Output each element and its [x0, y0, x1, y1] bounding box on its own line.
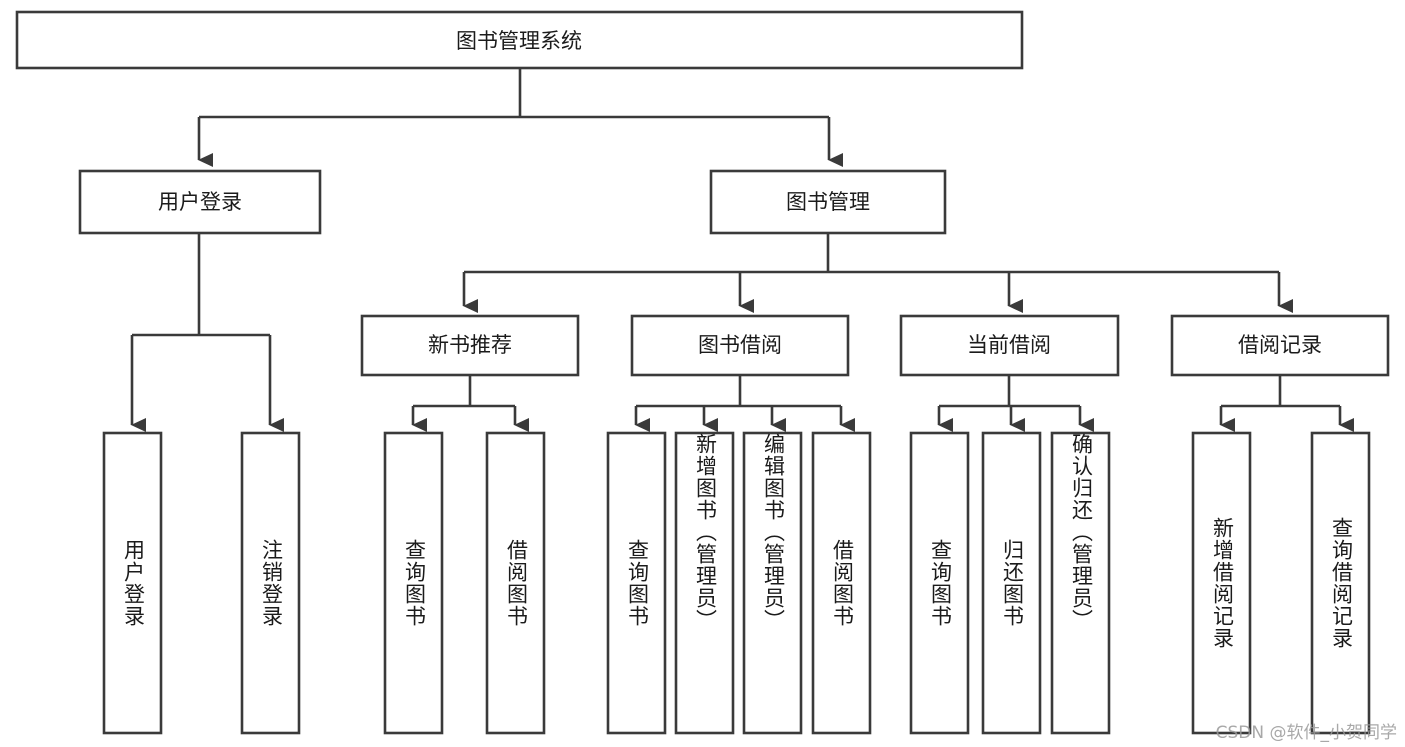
node-new-book-recommend-box[interactable]: [360, 314, 580, 377]
leaf-box-bb-borrow-book[interactable]: [811, 431, 872, 735]
leaf-box-bb-add-book[interactable]: [674, 431, 735, 735]
leaf-box-cb-query-book[interactable]: [909, 431, 970, 735]
node-root-box[interactable]: [15, 10, 1024, 70]
node-current-borrow[interactable]: 当前借阅: [899, 314, 1120, 377]
node-borrow-records-label: 借阅记录: [1238, 333, 1322, 357]
node-new-book-recommend-label: 新书推荐: [428, 333, 512, 357]
leaf-box-bb-query-book[interactable]: [606, 431, 667, 735]
node-current-borrow-box[interactable]: [899, 314, 1120, 377]
node-book-management-label: 图书管理: [786, 190, 870, 214]
node-current-borrow-label: 当前借阅: [967, 333, 1051, 357]
node-book-borrow-box[interactable]: [630, 314, 850, 377]
leaf-box-cb-return-book[interactable]: [981, 431, 1042, 735]
leaf-box-cb-confirm-return[interactable]: [1050, 431, 1111, 735]
leaf-box-br-query-record[interactable]: [1310, 431, 1371, 735]
leaf-box-br-add-record[interactable]: [1191, 431, 1252, 735]
leaf-box-logout[interactable]: [240, 431, 301, 735]
node-book-borrow[interactable]: 图书借阅: [630, 314, 850, 377]
node-borrow-records[interactable]: 借阅记录: [1170, 314, 1390, 377]
node-book-borrow-label: 图书借阅: [698, 333, 782, 357]
leaf-box-nb-query-book[interactable]: [383, 431, 444, 735]
node-book-management[interactable]: 图书管理: [709, 169, 947, 235]
node-root[interactable]: 图书管理系统: [15, 10, 1024, 70]
node-book-management-box[interactable]: [709, 169, 947, 235]
node-new-book-recommend[interactable]: 新书推荐: [360, 314, 580, 377]
node-borrow-records-box[interactable]: [1170, 314, 1390, 377]
leaf-box-user-login[interactable]: [102, 431, 163, 735]
node-root-label: 图书管理系统: [456, 29, 582, 53]
leaf-box-bb-edit-book[interactable]: [742, 431, 803, 735]
leaf-box-nb-borrow-book[interactable]: [485, 431, 546, 735]
node-user-login-label: 用户登录: [158, 190, 242, 214]
node-user-login[interactable]: 用户登录: [78, 169, 322, 235]
